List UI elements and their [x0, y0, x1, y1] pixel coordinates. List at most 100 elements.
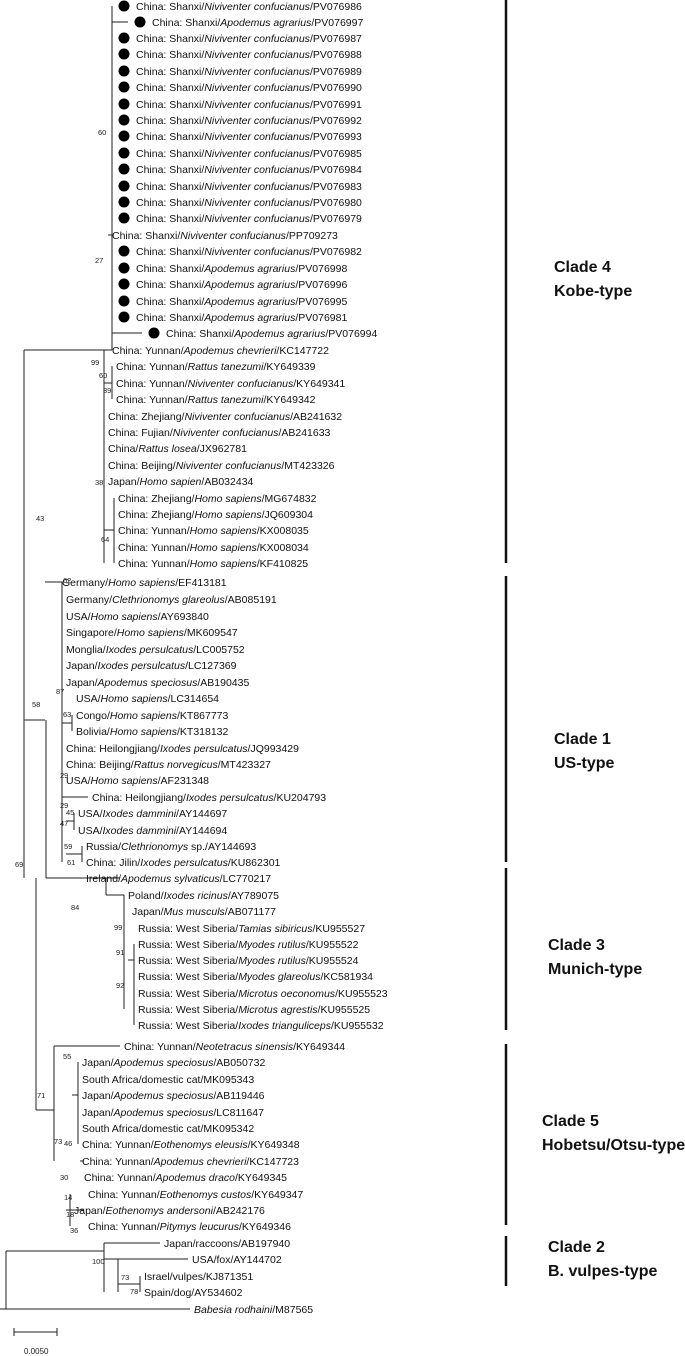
leaf-label: Singapore/Homo sapiens/MK609547: [66, 627, 238, 639]
leaf-label: Ireland/Apodemus sylvaticus/LC770217: [86, 873, 271, 885]
leaf-label: Babesia rodhaini/M87565: [194, 1304, 313, 1316]
leaf-label: Japan/Apodemus speciosus/AB050732: [82, 1057, 265, 1069]
bootstrap-value: 60: [98, 128, 106, 137]
sample-marker-dot: [134, 16, 146, 28]
leaf-label: China: Shanxi/Niviventer confucianus/PV0…: [136, 99, 362, 111]
leaf-label: China: Yunnan/Homo sapiens/KF410825: [118, 558, 308, 570]
leaf-label: China: Shanxi/Apodemus agrarius/PV076981: [136, 312, 347, 324]
leaf-label: China: Shanxi/Niviventer confucianus/PV0…: [136, 131, 362, 143]
leaf-label: China: Shanxi/Apodemus agrarius/PV076994: [166, 328, 377, 340]
bootstrap-value: 91: [116, 948, 124, 957]
leaf-label: China: Yunnan/Apodemus draco/KY649345: [84, 1172, 287, 1184]
sample-marker-dot: [118, 163, 130, 175]
bootstrap-value: 18: [66, 1210, 74, 1219]
bootstrap-value: 14: [64, 1193, 72, 1202]
leaf-label: China: Shanxi/Niviventer confucianus/PP7…: [112, 230, 338, 242]
sample-marker-dot: [118, 0, 130, 12]
bootstrap-value: 46: [64, 1139, 72, 1148]
leaf-label: Spain/dog/AY534602: [144, 1287, 243, 1299]
leaf-label: Bolivia/Homo sapiens/KT318132: [76, 726, 229, 738]
bootstrap-value: 45: [66, 808, 74, 817]
sample-marker-dot: [118, 295, 130, 307]
leaf-label: China: Zhejiang/Homo sapiens/MG674832: [118, 493, 317, 505]
leaf-label: China: Shanxi/Niviventer confucianus/PV0…: [136, 181, 362, 193]
sample-marker-dot: [118, 311, 130, 323]
leaf-label: China: Shanxi/Niviventer confucianus/PV0…: [136, 115, 362, 127]
bootstrap-value: 47: [60, 819, 68, 828]
leaf-label: China: Beijing/Niviventer confucianus/MT…: [108, 460, 335, 472]
leaf-label: Russia/Clethrionomys sp./AY144693: [86, 841, 256, 853]
leaf-label: USA/Homo sapiens/LC314654: [76, 693, 219, 705]
bootstrap-value: 39: [103, 386, 111, 395]
leaf-label: Russia: West Siberia/Tamias sibiricus/KU…: [138, 923, 365, 935]
sample-marker-dot: [118, 262, 130, 274]
leaf-label: China: Yunnan/Apodemus chevrieri/KC14772…: [112, 345, 329, 357]
leaf-label: Japan/Apodemus speciosus/AB190435: [66, 677, 249, 689]
sample-marker-dot: [118, 147, 130, 159]
bootstrap-value: 58: [32, 700, 40, 709]
leaf-label: Japan/Mus musculs/AB071177: [132, 906, 276, 918]
leaf-label: South Africa/domestic cat/MK095342: [82, 1123, 254, 1135]
clade-type: Munich-type: [548, 961, 642, 978]
leaf-label: China: Shanxi/Niviventer confucianus/PV0…: [136, 49, 362, 61]
leaf-label: China: Shanxi/Apodemus agrarius/PV076995: [136, 296, 347, 308]
leaf-label: Russia: West Siberia/Ixodes triangulicep…: [138, 1020, 384, 1032]
leaf-label: China: Yunnan/Niviventer confucianus/KY6…: [116, 378, 345, 390]
sample-marker-dot: [148, 327, 160, 339]
bootstrap-value: 30: [60, 1173, 68, 1182]
leaf-label: China: Yunnan/Rattus tanezumi/KY649342: [116, 394, 316, 406]
leaf-label: Russia: West Siberia/Microtus agrestis/K…: [138, 1004, 370, 1016]
clade-type: B. vulpes-type: [548, 1263, 657, 1280]
bootstrap-value: 27: [95, 256, 103, 265]
leaf-label: Japan/Homo sapien/AB032434: [108, 476, 254, 488]
clade-type: Kobe-type: [554, 283, 632, 300]
bootstrap-value: 92: [116, 981, 124, 990]
leaf-label: USA/Homo sapiens/AY693840: [66, 611, 209, 623]
bootstrap-value: 55: [63, 1052, 71, 1061]
bootstrap-value: 59: [64, 842, 72, 851]
leaf-label: Poland/Ixodes ricinus/AY789075: [128, 890, 279, 902]
leaf-label: Israel/vulpes/KJ871351: [144, 1271, 253, 1283]
leaf-label: Russia: West Siberia/Myodes rutilus/KU95…: [138, 939, 359, 951]
leaf-label: China: Heilongjiang/Ixodes persulcatus/K…: [92, 792, 326, 804]
leaf-label: Russia: West Siberia/Microtus oeconomus/…: [138, 988, 388, 1000]
leaf-label: China: Yunnan/Pitymys leucurus/KY649346: [88, 1221, 291, 1233]
leaf-label: USA/Ixodes dammini/AY144697: [78, 808, 227, 820]
leaf-label: China: Shanxi/Niviventer confucianus/PV0…: [136, 148, 362, 160]
bootstrap-value: 78: [130, 1287, 138, 1296]
sample-marker-dot: [118, 32, 130, 44]
leaf-label: China: Shanxi/Apodemus agrarius/PV076996: [136, 279, 347, 291]
leaf-label: China: Shanxi/Niviventer confucianus/PV0…: [136, 164, 362, 176]
leaf-label: Japan/Eothenomys andersoni/AB242176: [74, 1205, 265, 1217]
leaf-label: Germany/Homo sapiens/EF413181: [62, 577, 227, 589]
leaf-label: Japan/Ixodes persulcatus/LC127369: [66, 660, 237, 672]
bootstrap-value: 73: [121, 1273, 129, 1282]
leaf-label: China: Yunnan/Rattus tanezumi/KY649339: [116, 361, 316, 373]
bootstrap-value: 64: [101, 535, 109, 544]
leaf-label: China: Zhejiang/Niviventer confucianus/A…: [108, 411, 342, 423]
bootstrap-value: 99: [91, 358, 99, 367]
sample-marker-dot: [118, 212, 130, 224]
bootstrap-value: 100: [92, 1257, 105, 1266]
sample-marker-dot: [118, 278, 130, 290]
clade-type: Hobetsu/Otsu-type: [542, 1137, 685, 1154]
clade-type: US-type: [554, 755, 615, 772]
leaf-label: USA/Ixodes dammini/AY144694: [78, 825, 227, 837]
leaf-label: China: Yunnan/Homo sapiens/KX008035: [118, 525, 309, 537]
leaf-label: Japan/Apodemus speciosus/AB119446: [82, 1090, 265, 1102]
leaf-label: Monglia/Ixodes persulcatus/LC005752: [66, 644, 245, 656]
leaf-label: China: Yunnan/Homo sapiens/KX008034: [118, 542, 309, 554]
leaf-label: Germany/Clethrionomys glareolus/AB085191: [66, 594, 277, 606]
bootstrap-value: 62: [63, 576, 71, 585]
bootstrap-value: 29: [60, 771, 68, 780]
leaf-label: Russia: West Siberia/Myodes rutilus/KU95…: [138, 955, 359, 967]
bootstrap-value: 84: [71, 903, 79, 912]
leaf-label: China/Rattus losea/JX962781: [108, 443, 247, 455]
leaf-label: China: Beijing/Rattus norvegicus/MT42332…: [66, 759, 271, 771]
leaf-label: China: Shanxi/Apodemus agrarius/PV076997: [152, 17, 363, 29]
clade-name: Clade 2: [548, 1239, 605, 1256]
clade-name: Clade 4: [554, 259, 611, 276]
leaf-label: China: Shanxi/Apodemus agrarius/PV076998: [136, 263, 347, 275]
